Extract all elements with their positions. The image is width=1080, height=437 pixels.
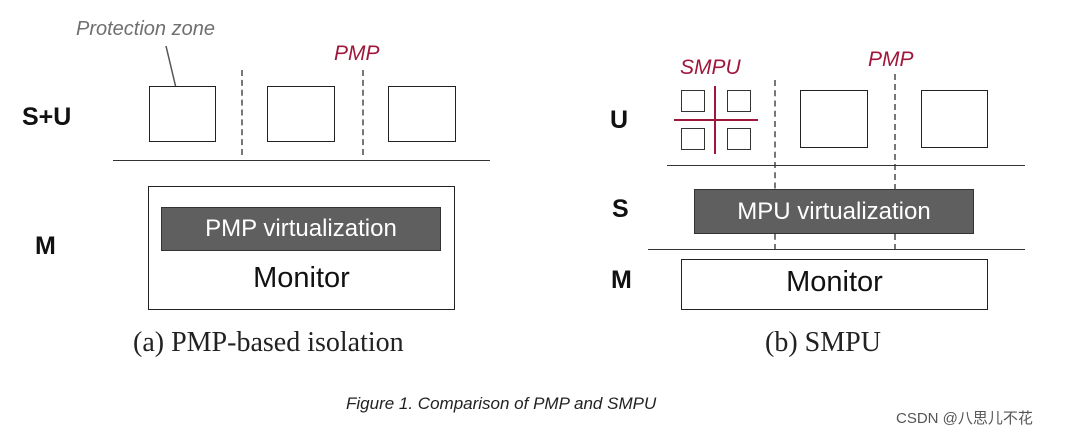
right-u-s-separator — [667, 165, 1025, 166]
right-zone-box-2 — [921, 90, 988, 148]
smpu-horizontal-divider — [674, 119, 758, 121]
right-zone-box-1 — [800, 90, 868, 148]
smpu-zone-box-4 — [727, 128, 751, 150]
protection-zone-pointer — [165, 45, 177, 89]
left-privilege-separator — [113, 160, 490, 161]
right-caption: (b) SMPU — [765, 327, 881, 358]
left-zone-box-1 — [149, 86, 216, 142]
smpu-label: SMPU — [680, 56, 741, 79]
left-pmp-label: PMP — [334, 42, 380, 65]
right-pmp-label: PMP — [868, 48, 914, 71]
left-pmp-virtualization-block: PMP virtualization — [161, 207, 441, 251]
smpu-zone-box-1 — [681, 90, 705, 112]
right-level-s: S — [612, 195, 629, 223]
smpu-zone-box-2 — [727, 90, 751, 112]
right-monitor-label: Monitor — [786, 266, 883, 298]
right-level-u: U — [610, 106, 629, 134]
right-level-m: M — [611, 266, 632, 294]
left-zone-box-3 — [388, 86, 456, 142]
right-monitor-box — [681, 259, 988, 310]
left-caption: (a) PMP-based isolation — [133, 327, 404, 358]
left-level-m: M — [35, 232, 56, 260]
watermark: CSDN @八思儿不花 — [896, 410, 1033, 427]
protection-zone-label: Protection zone — [76, 18, 215, 40]
left-dashed-divider-1 — [241, 70, 243, 155]
figure-caption: Figure 1. Comparison of PMP and SMPU — [346, 394, 657, 413]
right-dashed-divider-2 — [894, 74, 896, 250]
mpu-virtualization-block: MPU virtualization — [694, 189, 974, 234]
left-zone-box-2 — [267, 86, 335, 142]
left-monitor-label: Monitor — [253, 262, 350, 294]
left-level-su: S+U — [22, 103, 72, 131]
left-dashed-divider-2 — [362, 70, 364, 155]
smpu-zone-box-3 — [681, 128, 705, 150]
right-s-m-separator — [648, 249, 1025, 250]
